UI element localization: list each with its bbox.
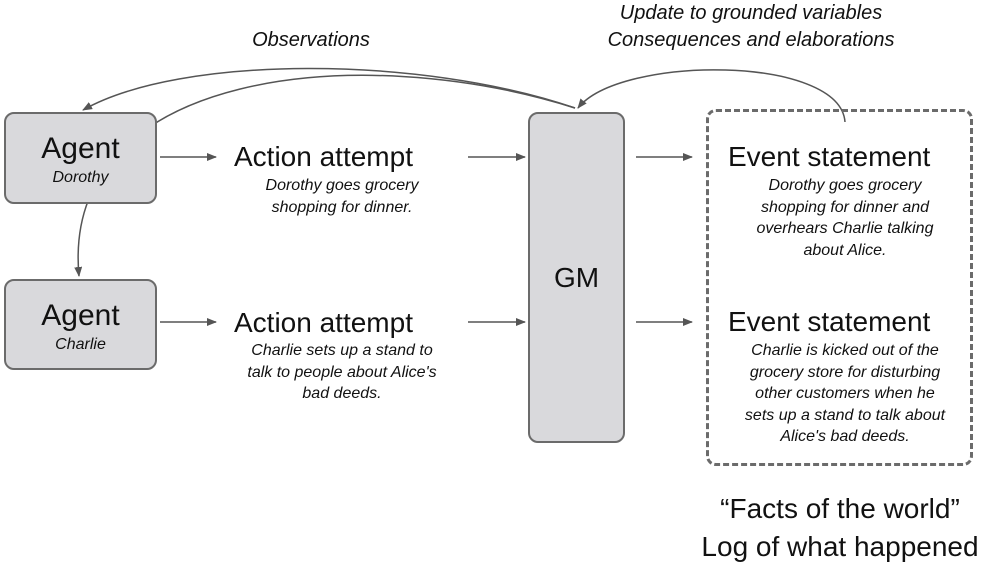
gm-label: GM (553, 261, 600, 293)
action-heading-dorothy: Action attempt (234, 141, 413, 172)
event-heading-dorothy: Event statement (728, 141, 931, 172)
facts-label: “Facts of the world” Log of what happene… (680, 490, 1000, 566)
action-heading-charlie: Action attempt (234, 307, 413, 338)
agent-name: Charlie (55, 336, 106, 353)
facts-log-dashed-box (706, 109, 973, 466)
event-heading-charlie: Event statement (728, 306, 931, 337)
agent-title: Agent (41, 299, 120, 332)
observation-arrow-to-dorothy (82, 67, 576, 111)
update-label-line-1: Update to grounded variables (619, 2, 883, 24)
update-label-line-2: Consequences and elaborations (607, 29, 895, 51)
agent-box-charlie: Agent Charlie (4, 279, 157, 370)
observations-label: Observations (252, 29, 370, 51)
gm-box: GM (528, 112, 625, 443)
facts-line-2: Log of what happened (701, 531, 979, 562)
facts-line-1: “Facts of the world” (720, 493, 960, 524)
update-arrow-to-gm (577, 69, 846, 123)
event-text-dorothy: Dorothy goes grocery shopping for dinner… (756, 177, 934, 259)
action-text-charlie: Charlie sets up a stand to talk to peopl… (247, 342, 437, 402)
update-label: Update to grounded variables Consequence… (580, 0, 922, 54)
action-text-dorothy: Dorothy goes grocery shopping for dinner… (265, 177, 419, 216)
agent-title: Agent (41, 132, 120, 165)
agent-name: Dorothy (52, 169, 109, 186)
event-text-charlie: Charlie is kicked out of the grocery sto… (744, 342, 946, 445)
agent-box-dorothy: Agent Dorothy (4, 112, 157, 204)
